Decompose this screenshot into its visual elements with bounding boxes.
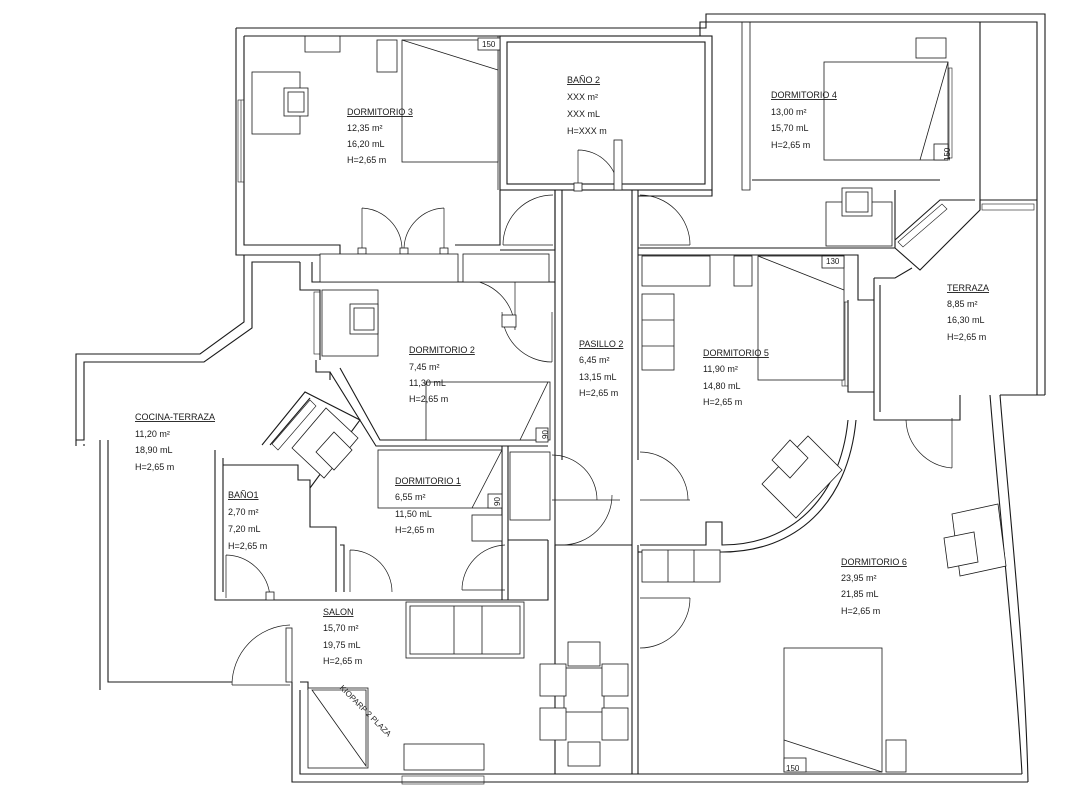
room-name: TERRAZA xyxy=(947,283,989,293)
room-area: 12,35 m² xyxy=(347,123,383,133)
bed-size-dorm6: 150 xyxy=(786,764,800,773)
room-area: 7,45 m² xyxy=(409,362,440,372)
room-perimeter: XXX mL xyxy=(567,109,600,119)
room-pasillo2: PASILLO 2 6,45 m² 13,15 mL H=2,65 m xyxy=(579,339,623,398)
room-height: H=XXX m xyxy=(567,126,607,136)
room-height: H=2,65 m xyxy=(409,394,448,404)
room-height: H=2,65 m xyxy=(947,332,986,342)
room-perimeter: 16,20 mL xyxy=(347,139,385,149)
room-name: DORMITORIO 6 xyxy=(841,557,907,567)
room-area: 8,85 m² xyxy=(947,299,978,309)
room-dormitorio2: DORMITORIO 2 7,45 m² 11,30 mL H=2,65 m xyxy=(409,345,475,404)
room-height: H=2,65 m xyxy=(228,541,267,551)
bed-dorm2 xyxy=(425,381,551,441)
room-dormitorio6: DORMITORIO 6 23,95 m² 21,85 mL H=2,65 m xyxy=(841,557,907,616)
room-height: H=2,65 m xyxy=(135,462,174,472)
room-area: 6,45 m² xyxy=(579,355,610,365)
room-area: XXX m² xyxy=(567,92,598,102)
wardrobe xyxy=(641,293,675,371)
room-area: 2,70 m² xyxy=(228,507,259,517)
bed-dorm3 xyxy=(401,39,499,163)
room-area: 23,95 m² xyxy=(841,573,877,583)
room-dormitorio5: DORMITORIO 5 11,90 m² 14,80 mL H=2,65 m xyxy=(703,348,769,407)
room-height: H=2,65 m xyxy=(579,388,618,398)
room-name: PASILLO 2 xyxy=(579,339,623,349)
room-name: DORMITORIO 4 xyxy=(771,90,837,100)
bed-dorm1 xyxy=(377,449,503,509)
dining-table xyxy=(563,667,605,713)
room-perimeter: 16,30 mL xyxy=(947,315,985,325)
furniture xyxy=(251,37,1007,773)
doors xyxy=(225,139,953,686)
room-name: BAÑO1 xyxy=(228,490,259,500)
room-dormitorio4: DORMITORIO 4 13,00 m² 15,70 mL H=2,65 m xyxy=(771,90,837,150)
bed-size-dorm4: 150 xyxy=(943,147,952,161)
wardrobe xyxy=(462,253,550,283)
room-perimeter: 11,30 mL xyxy=(409,378,446,388)
room-name: SALON xyxy=(323,607,354,617)
room-perimeter: 19,75 mL xyxy=(323,640,361,650)
room-area: 13,00 m² xyxy=(771,107,807,117)
room-perimeter: 11,50 mL xyxy=(395,509,432,519)
room-height: H=2,65 m xyxy=(771,140,810,150)
bed-dorm4 xyxy=(823,61,949,161)
room-dormitorio1: DORMITORIO 1 6,55 m² 11,50 mL H=2,65 m xyxy=(395,476,461,535)
room-bano1: BAÑO1 2,70 m² 7,20 mL H=2,65 m xyxy=(228,490,267,551)
room-perimeter: 18,90 mL xyxy=(135,445,173,455)
room-perimeter: 15,70 mL xyxy=(771,123,809,133)
wardrobe xyxy=(319,253,459,283)
bed-size-dorm2: 90 xyxy=(541,430,550,439)
room-area: 6,55 m² xyxy=(395,492,426,502)
windows xyxy=(237,67,1035,785)
bed-size-dorm1: 90 xyxy=(493,497,502,506)
room-height: H=2,65 m xyxy=(323,656,362,666)
room-height: H=2,65 m xyxy=(347,155,386,165)
room-perimeter: 13,15 mL xyxy=(579,372,617,382)
room-area: 11,90 m² xyxy=(703,364,738,374)
room-height: H=2,65 m xyxy=(841,606,880,616)
room-name: COCINA-TERRAZA xyxy=(135,412,215,422)
room-area: 11,20 m² xyxy=(135,429,170,439)
room-name: DORMITORIO 2 xyxy=(409,345,475,355)
room-salon: SALON 15,70 m² 19,75 mL H=2,65 m xyxy=(323,607,362,666)
room-cocina-terraza: COCINA-TERRAZA 11,20 m² 18,90 mL H=2,65 … xyxy=(135,412,215,472)
room-perimeter: 14,80 mL xyxy=(703,381,741,391)
room-labels: DORMITORIO 3 12,35 m² 16,20 mL H=2,65 m … xyxy=(135,75,989,666)
room-perimeter: 7,20 mL xyxy=(228,524,261,534)
room-dormitorio3: DORMITORIO 3 12,35 m² 16,20 mL H=2,65 m xyxy=(347,107,413,165)
room-name: DORMITORIO 1 xyxy=(395,476,461,486)
bed-dorm5 xyxy=(757,255,845,381)
room-name: BAÑO 2 xyxy=(567,75,600,85)
tv-cabinet xyxy=(403,743,485,771)
bed-dorm6 xyxy=(783,647,883,773)
desk xyxy=(761,435,843,519)
bed-size-dorm5: 130 xyxy=(826,257,840,266)
room-height: H=2,65 m xyxy=(703,397,742,407)
room-perimeter: 21,85 mL xyxy=(841,589,879,599)
room-bano2: BAÑO 2 XXX m² XXX mL H=XXX m xyxy=(567,75,607,136)
bed-size-dorm3: 150 xyxy=(482,40,496,49)
room-area: 15,70 m² xyxy=(323,623,359,633)
room-height: H=2,65 m xyxy=(395,525,434,535)
room-terraza: TERRAZA 8,85 m² 16,30 mL H=2,65 m xyxy=(947,283,989,342)
room-name: DORMITORIO 3 xyxy=(347,107,413,117)
room-name: DORMITORIO 5 xyxy=(703,348,769,358)
